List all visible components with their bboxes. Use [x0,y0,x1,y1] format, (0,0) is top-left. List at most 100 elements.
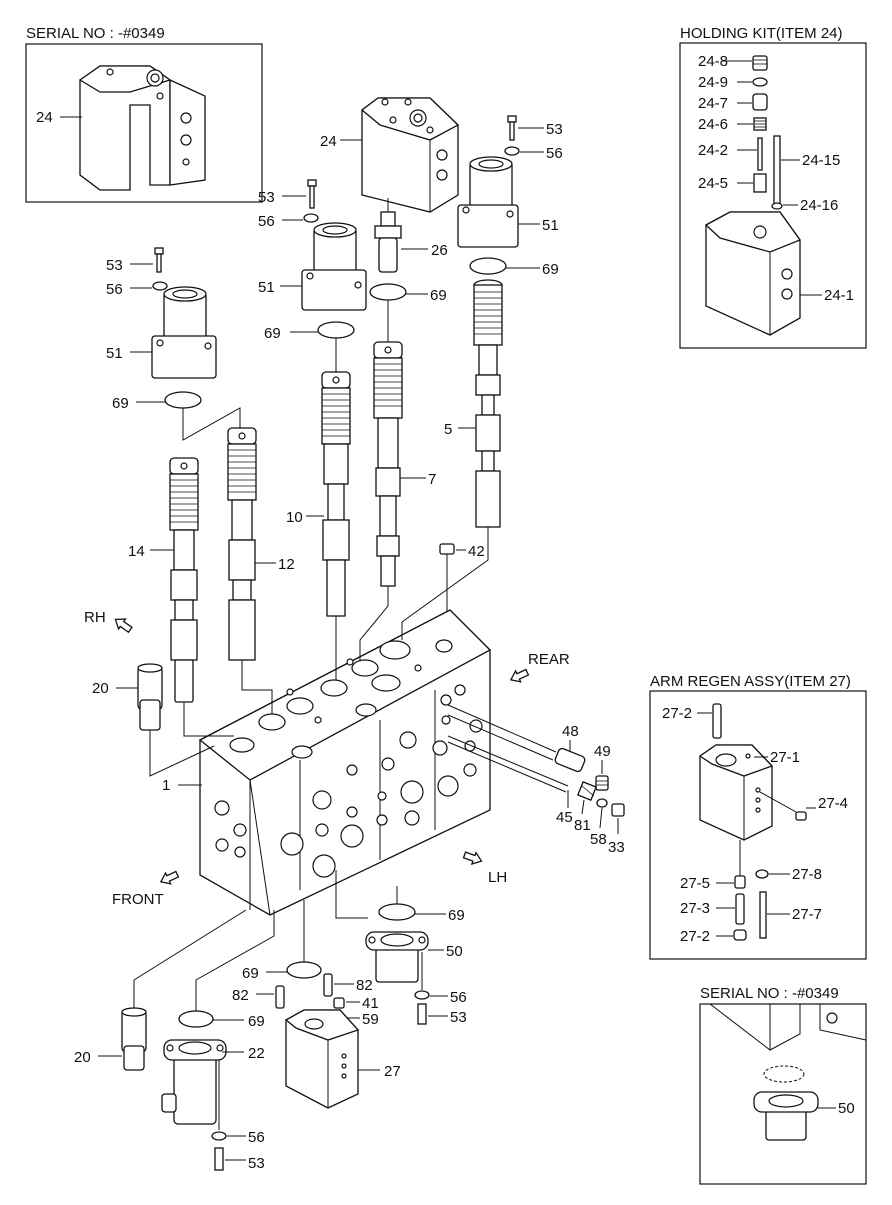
spring-81: 81 [574,781,597,834]
callout-53-a: 53 [546,121,563,138]
callout-27-2-a: 27-2 [662,705,692,722]
callout-24-box: 24 [36,109,53,126]
callout-69-a: 69 [542,261,559,278]
callout-69-f: 69 [242,965,259,982]
oring-69-g: 69 [178,1010,265,1030]
oring-69-b: 69 [264,321,355,342]
cap-51-a: 51 [457,156,559,248]
holding-kit-box: HOLDING KIT(ITEM 24) 24-8 24-9 24-7 24-6… [679,25,867,349]
callout-7: 7 [428,471,436,488]
callout-27-1: 27-1 [770,749,800,766]
small-rod-45: 45 [447,735,573,826]
callout-81: 81 [574,817,591,834]
callout-5: 5 [444,421,452,438]
direction-lh: LH [462,851,507,886]
plug-49: 49 [594,743,611,791]
direction-front-label: FRONT [112,891,164,908]
callout-24-15: 24-15 [802,152,840,169]
callout-69-g: 69 [248,1013,265,1030]
callout-27-8: 27-8 [792,866,822,883]
rod-48: 48 [447,704,586,773]
callout-24-9: 24-9 [698,74,728,91]
kit-block-24-1 [704,211,802,336]
leader-spool-7 [359,586,389,660]
callout-51-a: 51 [542,217,559,234]
spool-10: 10 [286,371,351,617]
direction-lh-label: LH [488,869,507,886]
washer-56-d: 56 [414,952,467,1006]
callout-24-main: 24 [320,133,337,150]
callout-42: 42 [468,543,485,560]
callout-53-c: 53 [106,257,123,274]
callout-53-d: 53 [450,1009,467,1026]
plug-41: 41 [333,995,379,1012]
direction-rear: REAR [509,651,570,683]
arm-regen-frame [649,690,867,960]
cap-51-c: 51 [106,286,217,379]
callout-69-e: 69 [448,907,465,924]
serial-bottom-header: SERIAL NO : -#0349 [700,985,839,1002]
regen-block-27: 27 [284,1009,401,1109]
callout-10: 10 [286,509,303,526]
callout-48: 48 [562,723,579,740]
leader-spool-5 [401,527,489,640]
callout-24-6: 24-6 [698,116,728,133]
oring-69-d: 69 [369,283,447,304]
callout-50: 50 [446,943,463,960]
callout-59: 59 [362,1011,379,1028]
callout-22: 22 [248,1045,265,1062]
callout-56-a: 56 [546,145,563,162]
leader-oring-g [195,910,275,1011]
rear-arrow-icon [509,668,530,683]
callout-24-16: 24-16 [800,197,838,214]
cap-51-b: 51 [258,222,367,311]
pin-82-b: 82 [232,985,285,1009]
callout-56-d: 56 [450,989,467,1006]
serial-box-top: SERIAL NO : -#0349 24 [25,25,263,203]
callout-1: 1 [162,777,170,794]
callout-45: 45 [556,809,573,826]
spool-14: 14 [128,457,199,703]
serial-top-block [78,65,206,191]
callout-56-b: 56 [258,213,275,230]
callout-24-5: 24-5 [698,175,728,192]
holding-kit-header: HOLDING KIT(ITEM 24) [680,25,843,42]
callout-82-a: 82 [356,977,373,994]
callout-27-4: 27-4 [818,795,848,812]
direction-rear-label: REAR [528,651,570,668]
bolt-53-d: 53 [417,1003,467,1026]
bolt-53-c: 53 [106,247,164,274]
callout-20-a: 20 [92,680,109,697]
spool-7: 7 [373,341,436,587]
callout-27-2-b: 27-2 [680,928,710,945]
callout-24-7: 24-7 [698,95,728,112]
serial-bottom-frame [699,1003,867,1185]
main-valve-body-1: 1 [162,609,492,916]
oring-69-f: 69 [242,961,322,982]
direction-front: FRONT [112,870,180,908]
callout-14: 14 [128,543,145,560]
plug-33: 33 [608,803,625,856]
pin-82-a: 82 [323,973,373,997]
holding-kit-frame [679,42,867,349]
callout-12: 12 [278,556,295,573]
callout-27-3: 27-3 [680,900,710,917]
callout-53-e: 53 [248,1155,265,1172]
callout-50-serial: 50 [838,1100,855,1117]
callout-69-c: 69 [112,395,129,412]
bolt-53-a: 53 [507,115,563,141]
lh-arrow-icon [462,851,483,865]
kit-parts [752,55,783,210]
direction-rh: RH [84,609,133,634]
washer-56-b: 56 [258,213,319,230]
callout-49: 49 [594,743,611,760]
callout-41: 41 [362,995,379,1012]
washer-56-c: 56 [106,281,168,298]
cover-50: 50 [365,931,463,983]
leader-spool-14 [183,702,234,737]
callout-51-c: 51 [106,345,123,362]
rh-arrow-icon [114,618,133,634]
spool-5: 5 [444,279,503,528]
